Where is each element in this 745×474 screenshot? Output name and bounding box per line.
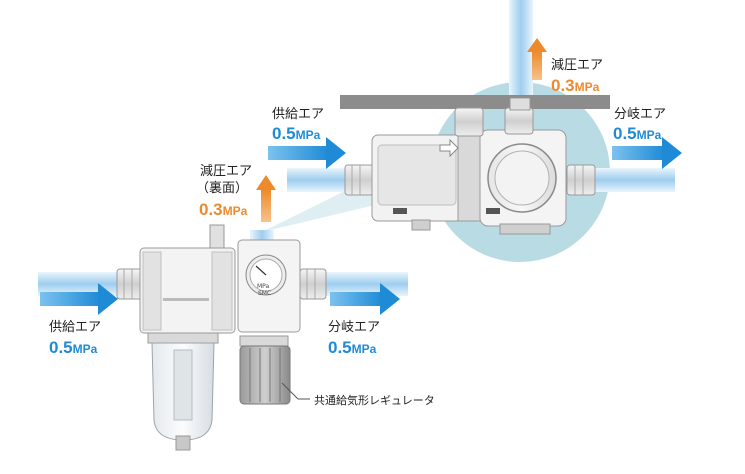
label-branch-top-number: 0.5: [613, 124, 637, 143]
pipe-top-vertical: [509, 0, 533, 112]
label-reduced-top-number: 0.3: [551, 76, 575, 95]
filter-unit: [139, 247, 236, 451]
label-supply-top-number: 0.5: [272, 124, 296, 143]
label-supply-bottom-title: 供給エア: [49, 320, 102, 335]
label-reduced-back-number: 0.3: [199, 200, 223, 219]
fitting-top-right: [566, 164, 596, 196]
fitting-bottom-left: [116, 268, 144, 300]
regulator-body-top: [371, 129, 567, 235]
label-supply-top-unit: MPa: [295, 128, 321, 142]
label-branch-bottom-title: 分岐エア: [328, 320, 381, 335]
label-branch-bottom-number: 0.5: [328, 338, 352, 357]
gauge-unit: MPa: [257, 283, 270, 290]
label-branch-bottom-unit: MPa: [351, 342, 377, 356]
arrow-branch-bottom: [330, 283, 400, 315]
arrow-supply-bottom: [40, 283, 118, 315]
arrow-branch-top: [612, 137, 682, 169]
pipe-top-right: [593, 168, 675, 192]
label-reduced-back-value: 0.3MPa: [199, 200, 247, 221]
label-supply-top-title: 供給エア: [272, 107, 325, 122]
arrow-reduced-top: [527, 38, 547, 80]
gauge-brand: SMC: [258, 290, 272, 297]
fitting-top-left: [344, 164, 374, 196]
arrow-supply-top: [268, 137, 346, 169]
mounting-plate: [340, 95, 610, 109]
label-supply-bottom-value: 0.5MPa: [49, 338, 97, 359]
label-reduced-back-subtitle: （裏面）: [196, 181, 249, 196]
regulator-callout-label: 共通給気形レギュレータ: [314, 394, 435, 407]
arrow-reduced-back: [256, 175, 276, 222]
label-reduced-top-value: 0.3MPa: [551, 76, 599, 97]
label-supply-bottom-number: 0.5: [49, 338, 73, 357]
label-branch-top-title: 分岐エア: [614, 107, 667, 122]
label-supply-top-value: 0.5MPa: [272, 124, 320, 145]
label-reduced-back-unit: MPa: [222, 204, 248, 218]
fitting-bottom-right: [299, 268, 327, 300]
label-branch-bottom-value: 0.5MPa: [328, 338, 376, 359]
label-reduced-back-title: 減圧エア: [200, 164, 253, 179]
callout-leader: [281, 382, 310, 400]
label-supply-bottom-unit: MPa: [72, 342, 98, 356]
fitting-top-vertical: [454, 97, 534, 137]
label-reduced-top-unit: MPa: [574, 80, 600, 94]
regulator-unit: [237, 239, 301, 405]
label-reduced-top-title: 減圧エア: [551, 58, 604, 73]
label-branch-top-unit: MPa: [636, 128, 662, 142]
label-branch-top-value: 0.5MPa: [613, 124, 661, 145]
